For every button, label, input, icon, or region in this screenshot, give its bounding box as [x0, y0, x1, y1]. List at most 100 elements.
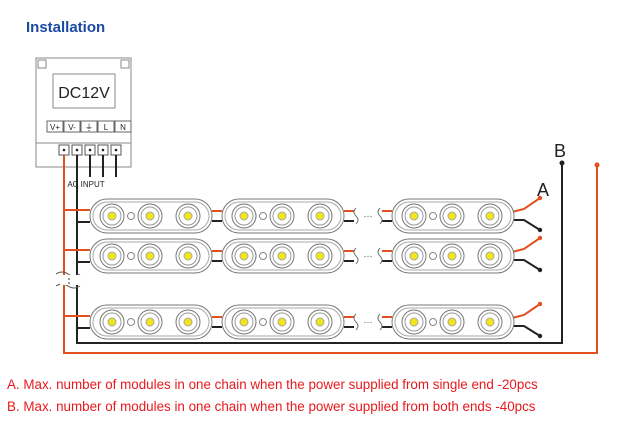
- mount-hole: [259, 212, 267, 220]
- led-chip: [447, 317, 457, 327]
- end-negative-lead: [512, 219, 541, 231]
- led-chip: [447, 251, 457, 261]
- led-chip: [107, 211, 117, 221]
- terminal-label-box: [80, 120, 98, 133]
- end-positive-dot: [537, 195, 543, 201]
- led-chip: [485, 251, 495, 261]
- led-chip: [145, 317, 155, 327]
- led-chip: [277, 251, 287, 261]
- terminal-label: V-: [68, 123, 76, 132]
- terminal-label: V+: [50, 123, 60, 132]
- mount-hole: [259, 318, 267, 326]
- led-chip: [485, 317, 495, 327]
- note-b: B. Max. number of modules in one chain w…: [7, 399, 536, 414]
- mount-hole: [127, 252, 135, 260]
- negative-end-terminal: [559, 160, 565, 166]
- led-chip: [107, 251, 117, 261]
- led-chip: [277, 211, 287, 221]
- note-a: A. Max. number of modules in one chain w…: [7, 377, 538, 392]
- led-module: [391, 238, 515, 274]
- break-icon: [377, 247, 383, 265]
- end-positive-lead: [511, 197, 541, 213]
- led-chip: [409, 317, 419, 327]
- led-chip: [315, 211, 325, 221]
- module-outline: [224, 307, 342, 337]
- terminal-dot: [101, 148, 105, 152]
- terminal-label-box: [46, 120, 64, 133]
- module-outline: [92, 241, 210, 271]
- led-chip: [409, 211, 419, 221]
- mount-hole: [429, 318, 437, 326]
- module-outline: [394, 201, 512, 231]
- end-negative-dot: [537, 267, 543, 273]
- led-chip: [145, 211, 155, 221]
- led-module: [89, 238, 213, 274]
- led-chip: [447, 211, 457, 221]
- mount-hole: [259, 252, 267, 260]
- module-outline: [224, 201, 342, 231]
- led-module: [221, 198, 345, 234]
- terminal-label: ⏚: [85, 123, 93, 132]
- terminal-label-box: [114, 120, 132, 133]
- module-outline: [92, 201, 210, 231]
- end-negative-dot: [537, 227, 543, 233]
- terminal-label: N: [120, 123, 126, 132]
- break-icon: [353, 313, 359, 331]
- ellipsis: ···: [364, 317, 373, 327]
- terminal-label: L: [104, 123, 109, 132]
- led-chip: [315, 317, 325, 327]
- terminal-dot: [75, 148, 79, 152]
- led-chip: [315, 251, 325, 261]
- led-module: [89, 198, 213, 234]
- label-a: A: [537, 180, 549, 200]
- led-chip: [183, 317, 193, 327]
- notes: A. Max. number of modules in one chain w…: [7, 374, 538, 418]
- led-chip: [183, 251, 193, 261]
- break-icon: [353, 207, 359, 225]
- led-chip: [107, 317, 117, 327]
- terminal-dot: [114, 148, 118, 152]
- led-chip: [409, 251, 419, 261]
- voltage-label: DC12V: [58, 85, 110, 102]
- positive-return-wire: [63, 155, 598, 354]
- module-outline: [394, 307, 512, 337]
- led-chip: [485, 211, 495, 221]
- break-icon: [377, 313, 383, 331]
- end-negative-lead: [512, 325, 541, 337]
- ellipsis-dot: [68, 278, 70, 280]
- module-outline: [92, 307, 210, 337]
- led-chip: [239, 317, 249, 327]
- module-outline: [394, 241, 512, 271]
- end-positive-dot: [537, 235, 543, 241]
- terminal-dot: [88, 148, 92, 152]
- led-module: [89, 304, 213, 340]
- led-chip: [145, 251, 155, 261]
- terminal-label-box: [63, 120, 81, 133]
- led-chip: [183, 211, 193, 221]
- end-positive-lead: [511, 237, 541, 253]
- led-chip: [239, 211, 249, 221]
- module-outline: [224, 241, 342, 271]
- break-icon: [377, 207, 383, 225]
- end-positive-lead: [511, 303, 541, 319]
- led-chip: [277, 317, 287, 327]
- end-negative-lead: [512, 259, 541, 271]
- end-positive-dot: [537, 301, 543, 307]
- label-b: B: [554, 141, 566, 161]
- mount-hole: [127, 212, 135, 220]
- led-module: [221, 304, 345, 340]
- mount-hole: [429, 212, 437, 220]
- led-module: [391, 304, 515, 340]
- led-module: [391, 198, 515, 234]
- section-heading: Installation: [26, 19, 106, 36]
- power-supply: DC12V V+ V- ⏚ L N AC INPUT: [35, 57, 132, 189]
- bus-break-gap: [60, 275, 80, 285]
- ellipsis: ···: [364, 211, 373, 221]
- terminal-dot: [62, 148, 66, 152]
- positive-end-terminal: [594, 162, 600, 168]
- end-negative-dot: [537, 333, 543, 339]
- ac-input-label: AC INPUT: [67, 180, 104, 189]
- mount-hole: [127, 318, 135, 326]
- terminal-label-box: [97, 120, 115, 133]
